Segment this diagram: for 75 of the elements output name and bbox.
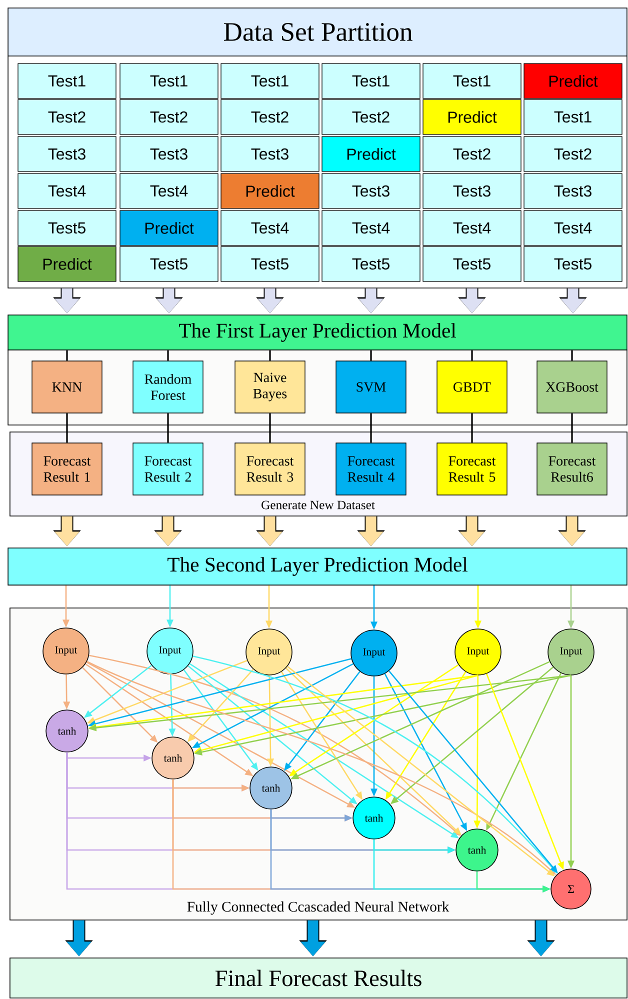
model-box: SVM (336, 360, 406, 414)
partition-cell: Predict (220, 173, 320, 209)
connector-line (370, 350, 372, 361)
partition-cell: Test2 (524, 136, 622, 172)
model-box: XGBoost (536, 360, 608, 414)
partition-cell: Test3 (422, 173, 522, 209)
partition-cell: Test4 (422, 210, 522, 246)
connector-line (167, 413, 169, 443)
partition-cell: Test2 (120, 99, 218, 135)
connector-line (571, 413, 573, 443)
section-banner: The Second Layer Prediction Model (8, 548, 628, 586)
partition-cell: Test4 (120, 173, 218, 209)
model-box: Naive Bayes (234, 360, 306, 414)
partition-cell: Test5 (120, 246, 218, 282)
result-box: Forecast Result 1 (32, 442, 102, 496)
connector-line (471, 350, 473, 361)
partition-cell: Test1 (18, 63, 116, 99)
partition-cell: Test5 (524, 246, 622, 282)
input-neuron: Input (454, 628, 502, 676)
partition-cell: Test4 (18, 173, 116, 209)
model-box: Random Forest (132, 360, 204, 414)
connector-line (370, 413, 372, 443)
partition-cell: Test2 (18, 99, 116, 135)
partition-cell: Test2 (422, 136, 522, 172)
model-box: KNN (32, 360, 102, 414)
partition-cell: Predict (18, 246, 116, 282)
hidden-neuron: tanh (456, 828, 498, 872)
connector-line (167, 350, 169, 361)
partition-cell: Predict (422, 99, 522, 135)
partition-cell: Test2 (322, 99, 420, 135)
partition-cell: Test1 (524, 99, 622, 135)
partition-cell: Test3 (322, 173, 420, 209)
partition-cell: Predict (524, 63, 622, 99)
input-neuron: Input (350, 630, 398, 676)
model-box: GBDT (436, 360, 508, 414)
result-box: Forecast Result6 (536, 442, 608, 496)
partition-cell: Predict (120, 210, 218, 246)
partition-cell: Test5 (220, 246, 320, 282)
partition-cell: Test1 (220, 63, 320, 99)
input-neuron: Input (246, 628, 292, 676)
input-neuron: Input (42, 628, 90, 674)
partition-cell: Test3 (120, 136, 218, 172)
input-neuron: Input (548, 628, 594, 676)
partition-cell: Test3 (18, 136, 116, 172)
hidden-neuron: tanh (46, 710, 88, 752)
connector-line (269, 413, 271, 443)
partition-cell: Test1 (322, 63, 420, 99)
partition-cell: Test4 (322, 210, 420, 246)
section-banner: The First Layer Prediction Model (8, 314, 628, 350)
partition-cell: Test5 (422, 246, 522, 282)
section-banner: Final Forecast Results (10, 958, 628, 998)
hidden-neuron: tanh (352, 796, 396, 840)
connector-line (66, 413, 68, 443)
partition-cell: Test5 (18, 210, 116, 246)
connector-line (571, 350, 573, 361)
output-neuron: Σ (550, 868, 592, 910)
partition-cell: Predict (322, 136, 420, 172)
partition-cell: Test4 (220, 210, 320, 246)
connector-line (269, 350, 271, 361)
partition-cell: Test3 (220, 136, 320, 172)
result-box: Forecast Result 4 (336, 442, 406, 496)
partition-cell: Test2 (220, 99, 320, 135)
partition-cell: Test3 (524, 173, 622, 209)
hidden-neuron: tanh (152, 736, 194, 780)
result-box: Forecast Result 5 (436, 442, 508, 496)
partition-cell: Test1 (422, 63, 522, 99)
connector-line (66, 350, 68, 361)
connector-line (471, 413, 473, 443)
partition-cell: Test5 (322, 246, 420, 282)
partition-cell: Test1 (120, 63, 218, 99)
hidden-neuron: tanh (250, 766, 292, 810)
input-neuron: Input (146, 628, 194, 674)
partition-cell: Test4 (524, 210, 622, 246)
result-box: Forecast Result 2 (132, 442, 204, 496)
result-box: Forecast Result 3 (234, 442, 306, 496)
